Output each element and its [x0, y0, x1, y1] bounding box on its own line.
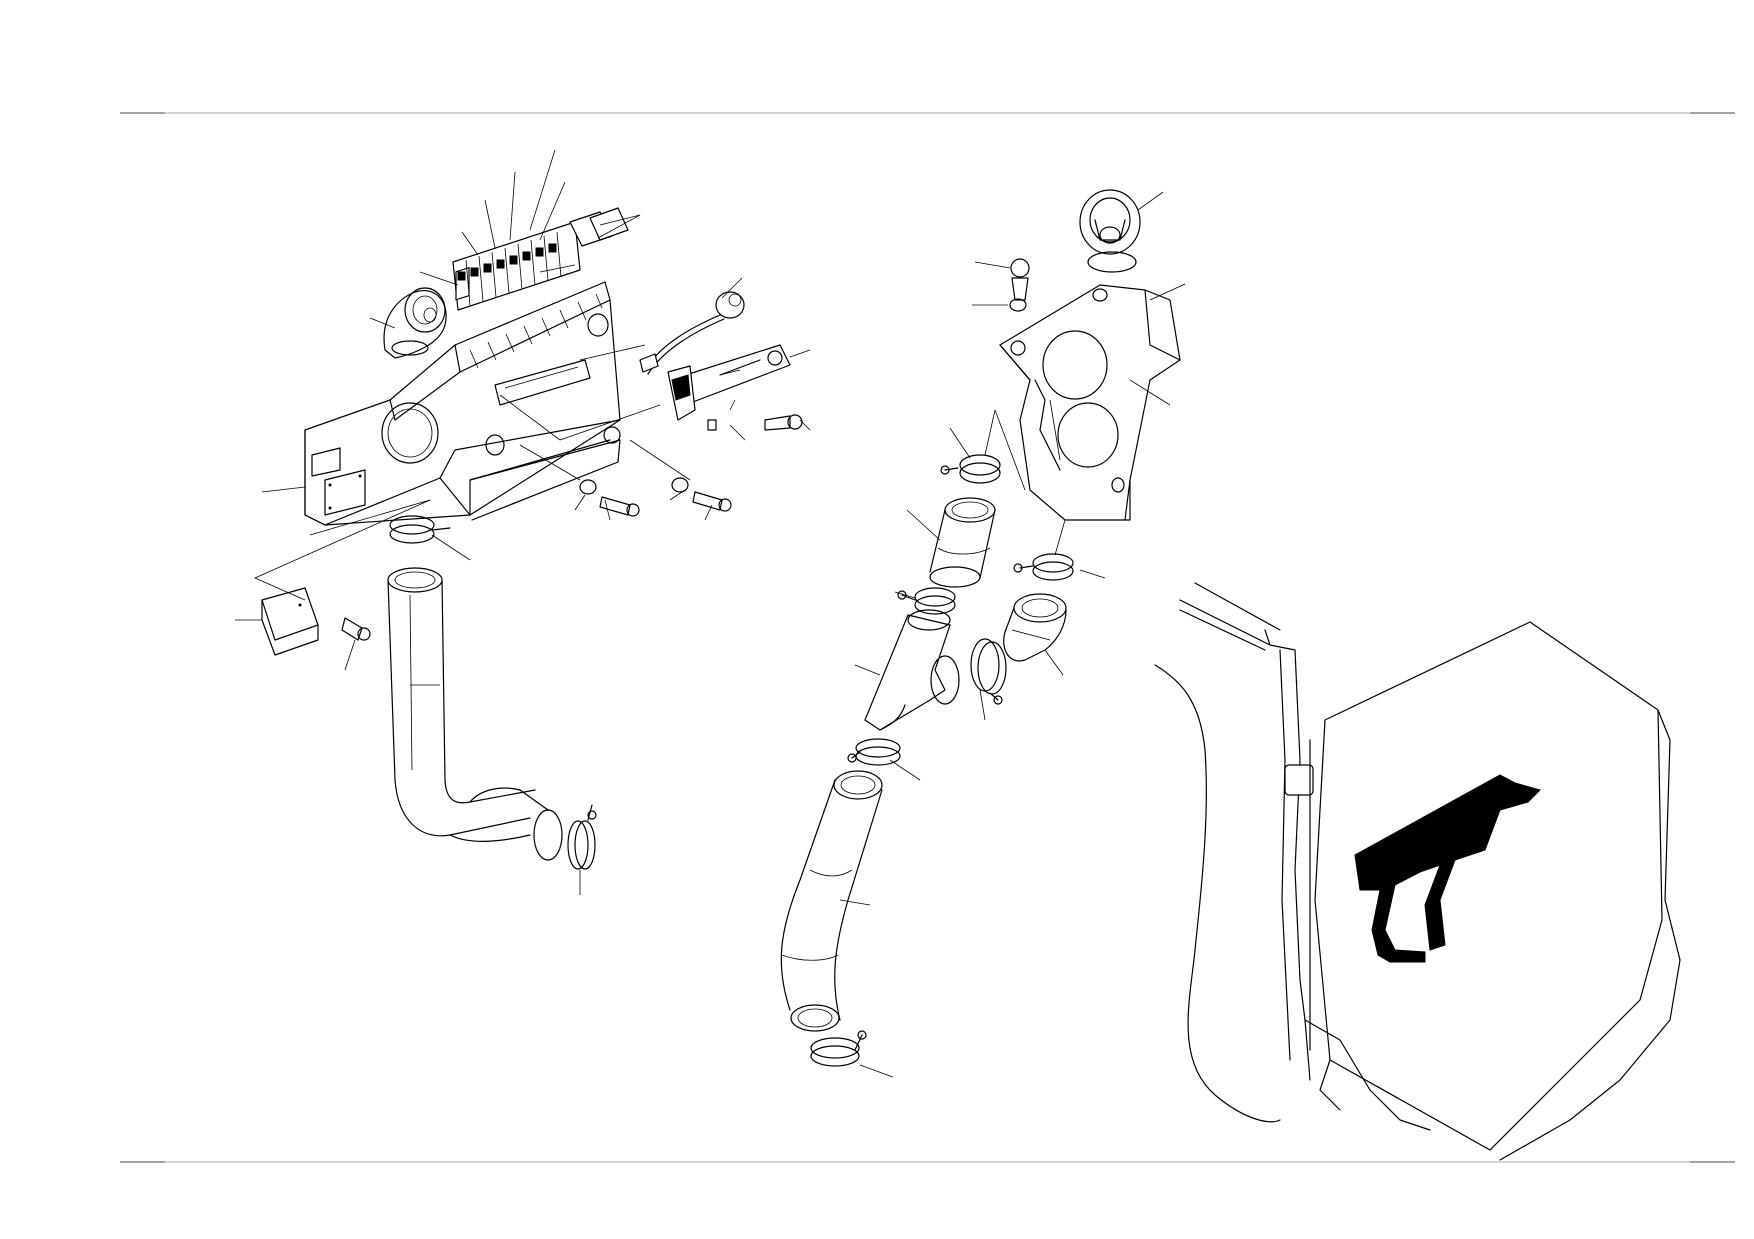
- hose-clamp-right-2: [897, 587, 956, 615]
- callout-leaders-right: [839, 191, 1186, 1078]
- key-switch-bracket: [667, 344, 791, 431]
- hose-clamp-right-1: [940, 454, 1001, 484]
- dash-duct-housing: [304, 281, 621, 526]
- elbow-vent-nozzle: [383, 287, 447, 359]
- straight-duct-sleeve: [929, 497, 996, 588]
- right-duct-assembly: [780, 189, 1186, 1078]
- hose-clamp-upper-left: [389, 515, 451, 544]
- highlighted-duct-location: [1354, 774, 1541, 963]
- vertical-duct-pipe: [387, 567, 563, 861]
- hose-clamp-right-6: [810, 1030, 867, 1067]
- cover-plate: [261, 587, 319, 656]
- hose-clamp-lower-left: [567, 804, 597, 870]
- switch-bank: [452, 207, 629, 311]
- elbow-duct-right: [1003, 593, 1067, 662]
- y-junction-duct: [864, 609, 960, 731]
- left-duct-assembly: [235, 149, 811, 895]
- sheet-frame: [120, 112, 1735, 1163]
- round-vent-nozzle-upper: [1079, 189, 1141, 273]
- long-curved-duct: [780, 770, 883, 1032]
- cable-connector: [639, 291, 745, 375]
- hose-clamp-right-3: [970, 638, 1007, 705]
- callout-leaders-left: [235, 149, 811, 895]
- fasteners-right: [1009, 258, 1030, 312]
- hose-clamp-right-5: [847, 738, 901, 766]
- side-duct-housing: [999, 284, 1181, 521]
- cab-location-key-view: [1154, 582, 1681, 1161]
- hose-clamp-right-4: [1013, 553, 1074, 581]
- fasteners-left: [341, 414, 803, 641]
